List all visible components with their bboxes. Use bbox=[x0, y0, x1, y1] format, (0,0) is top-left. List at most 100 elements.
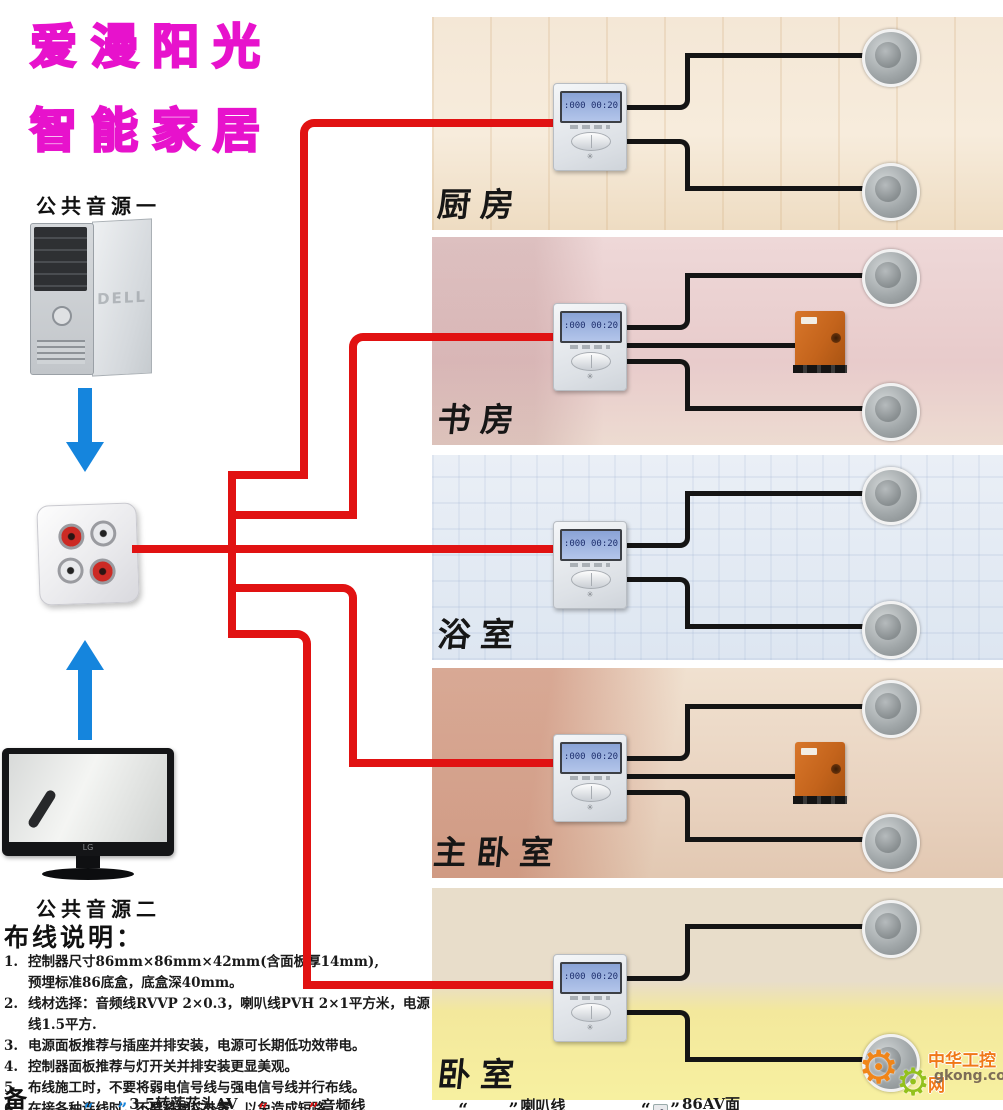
subwoofer-base bbox=[793, 796, 847, 804]
ceiling-speaker-icon bbox=[862, 163, 920, 221]
red-wire-trunk bbox=[228, 471, 236, 638]
panel-keys bbox=[570, 125, 610, 129]
pc-vents bbox=[37, 340, 85, 364]
pc-front-panel bbox=[30, 223, 94, 375]
quote-mark: “ bbox=[258, 1100, 269, 1110]
panel-dial-button bbox=[571, 132, 611, 151]
rca-jack-white-icon bbox=[89, 520, 117, 547]
room-section-bedroom: :000 00:20 ✳ 卧室 bbox=[432, 888, 1003, 1100]
ceiling-speaker-icon bbox=[862, 467, 920, 525]
tv-brand-label: LG bbox=[82, 843, 94, 852]
note-number: 5. bbox=[4, 1080, 19, 1096]
brand-title-line2: 智能家居 bbox=[29, 103, 274, 161]
note-line: 4. 控制器面板推荐与灯开关并排安装更显美观。 bbox=[4, 1057, 434, 1078]
note-number: 2. bbox=[4, 996, 19, 1012]
black-wire bbox=[615, 790, 690, 842]
ceiling-speaker-icon bbox=[862, 900, 920, 958]
rca-jack-white-icon bbox=[57, 557, 85, 585]
source1-label: 公共音源一 bbox=[36, 194, 161, 218]
black-wire bbox=[615, 704, 690, 761]
arrow-down-shaft bbox=[78, 388, 92, 444]
black-wire bbox=[615, 53, 690, 110]
panel-dial-button bbox=[571, 352, 611, 371]
pc-brand-label: DELL bbox=[97, 287, 147, 308]
gear-icon: ⚙ bbox=[858, 1040, 900, 1094]
blue-arrow-icon: → bbox=[95, 1102, 115, 1110]
red-wire-master-joiner bbox=[349, 759, 556, 767]
note-line: 6.在接各种连线时，不要将线芯外露，以免造成短路。 bbox=[4, 1099, 434, 1110]
panel-keys bbox=[570, 345, 610, 349]
panel-ir-icon: ✳ bbox=[586, 590, 594, 599]
red-wire-kitchen-joiner bbox=[230, 471, 308, 479]
brand-title-line1: 爱漫阳光 bbox=[29, 19, 274, 77]
room-section-bathroom: :000 00:20 ✳ 浴室 bbox=[432, 455, 1003, 660]
legend-item-audio-line: “ ” 音频线RWP2x0.5 bbox=[256, 1095, 440, 1110]
arrow-up-shaft bbox=[78, 668, 92, 740]
black-wire bbox=[685, 491, 875, 496]
black-wire bbox=[615, 343, 797, 348]
note-text: 控制器面板推荐与灯开关并排安装更显美观。 bbox=[28, 1059, 298, 1075]
pc-tower-image: DELL bbox=[30, 218, 152, 377]
note-text: 在接各种连线时，不要将线芯外露，以免造成短路。 bbox=[28, 1101, 339, 1110]
tv-stand-base bbox=[42, 868, 134, 880]
subwoofer-icon bbox=[793, 311, 847, 373]
panel-ir-icon: ✳ bbox=[586, 803, 594, 812]
wiring-notes-list: 1.控制器尺寸86mm×86mm×42mm(含面板厚14mm), 预埋标准86底… bbox=[4, 952, 434, 1110]
legend-label: 喇叭线PVH2x1 bbox=[520, 1096, 566, 1110]
red-wire-bedroom-joiner bbox=[303, 981, 556, 989]
black-wire bbox=[615, 774, 797, 779]
source2-label: 公共音源二 bbox=[36, 897, 161, 921]
note-line: 2. 线材选择：音频线RVVP 2×0.3，喇叭线PVH 2×1平方米，电源线1.… bbox=[4, 994, 434, 1036]
wiring-notes-heading: 布线说明： bbox=[4, 923, 145, 952]
quote-mark: ” bbox=[117, 1100, 128, 1110]
rca-jack-red-icon bbox=[57, 523, 85, 551]
ceiling-speaker-icon bbox=[862, 814, 920, 872]
panel-keys bbox=[570, 776, 610, 780]
black-wire bbox=[615, 491, 690, 548]
quote-mark: “ bbox=[83, 1100, 94, 1110]
ceiling-speaker-icon bbox=[862, 383, 920, 441]
panel-keys bbox=[570, 563, 610, 567]
control-panel: :000 00:20 ✳ bbox=[553, 83, 627, 171]
black-wire bbox=[685, 273, 875, 278]
ceiling-speaker-icon bbox=[862, 680, 920, 738]
remote-control-icon bbox=[26, 788, 58, 830]
arrow-up-icon bbox=[66, 640, 104, 670]
legend-label: 86AV面板 bbox=[681, 1095, 741, 1110]
legend-label: 3.5转莲花头AV线 bbox=[129, 1095, 238, 1110]
control-panel: :000 00:20 ✳ bbox=[553, 521, 627, 609]
red-wire-study-branch bbox=[349, 333, 556, 519]
arrow-down-icon bbox=[66, 442, 104, 472]
room-label: 浴室 bbox=[435, 615, 526, 654]
black-wire bbox=[685, 53, 875, 58]
lcd-display: :000 00:20 bbox=[560, 311, 622, 343]
black-wire bbox=[615, 577, 690, 629]
red-wire-bathroom-main bbox=[132, 545, 556, 553]
panel-dial-button bbox=[571, 1003, 611, 1022]
control-panel: :000 00:20 ✳ bbox=[553, 303, 627, 391]
ceiling-speaker-icon bbox=[862, 1034, 920, 1092]
watermark-site-name: 中华工控网 bbox=[928, 1051, 996, 1096]
note-line: 5.布线施工时，不要将弱电信号线与强电信号线并行布线。 bbox=[4, 1078, 434, 1099]
tv-screen bbox=[9, 754, 167, 842]
panel-ir-icon: ✳ bbox=[586, 372, 594, 381]
quote-mark: “ bbox=[458, 1100, 469, 1110]
legend-item-av-panel: “ ” 86AV面板 bbox=[639, 1093, 748, 1110]
pc-side-panel: DELL bbox=[92, 218, 152, 377]
ceiling-speaker-icon bbox=[862, 249, 920, 307]
black-wire bbox=[685, 186, 875, 191]
rca-jack-red-icon bbox=[89, 558, 117, 585]
note-text: 线材选择：音频线RVVP 2×0.3，喇叭线PVH 2×1平方米，电源线1.5平… bbox=[28, 996, 430, 1033]
subwoofer-label-chip bbox=[801, 748, 817, 755]
lcd-display: :000 00:20 bbox=[560, 529, 622, 561]
legend: 备注： “ → ” 3.5转莲花头AV线 “ ” 音频线RWP2x0.5 “ ”… bbox=[4, 1080, 764, 1110]
pc-drive-bays bbox=[34, 227, 87, 291]
av-panel-icon bbox=[652, 1104, 669, 1110]
note-text: 预埋标准86底盒，底盒深40mm。 bbox=[28, 975, 243, 991]
room-label: 主卧室 bbox=[431, 833, 565, 872]
quote-mark: “ bbox=[640, 1100, 651, 1110]
note-number: 1. bbox=[4, 954, 19, 970]
lcd-display: :000 00:20 bbox=[560, 742, 622, 774]
note-number: 4. bbox=[4, 1059, 19, 1075]
note-text: 电源面板推荐与插座并排安装，电源可长期低功效带电。 bbox=[28, 1038, 366, 1054]
